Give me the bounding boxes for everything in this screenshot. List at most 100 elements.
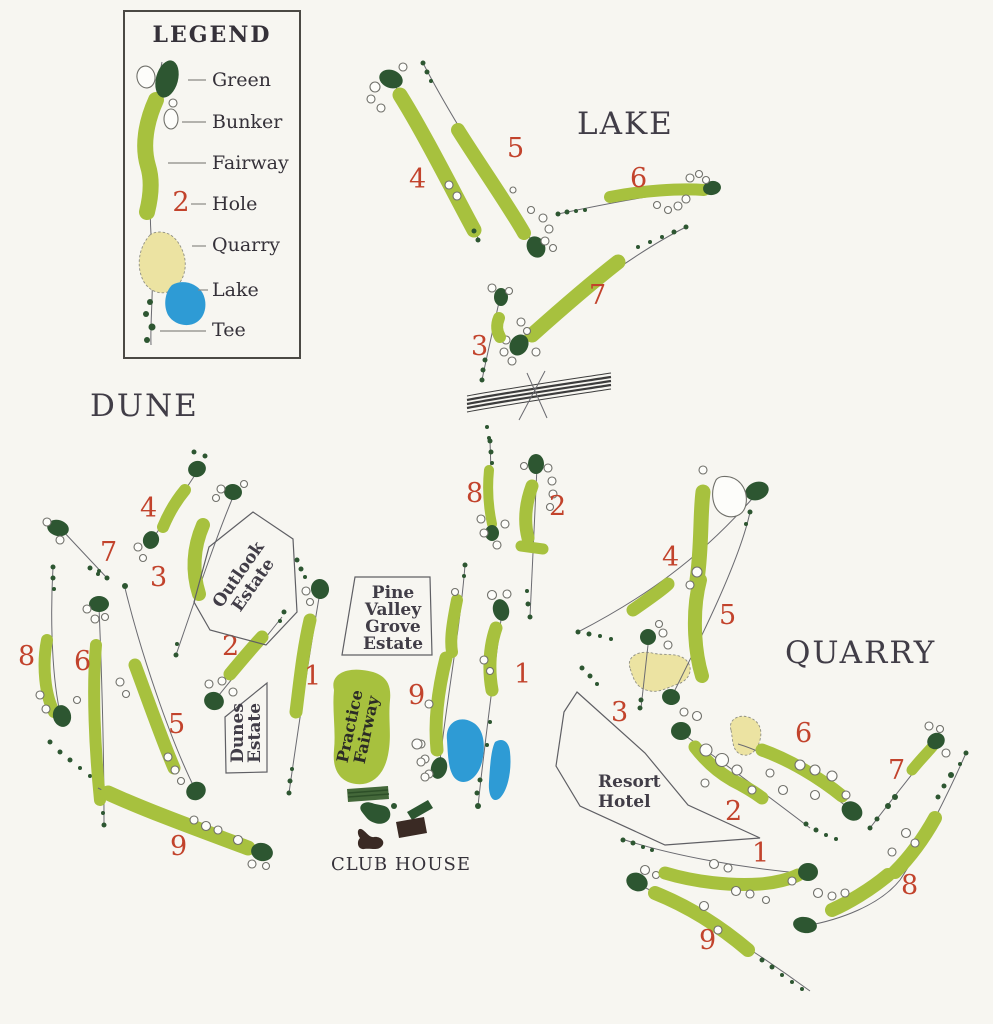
lake-hole-1: 1 — [474, 589, 531, 809]
dune-hole-4-number: 4 — [140, 493, 157, 524]
club-house-label: CLUB HOUSE — [331, 854, 471, 875]
lake-hole-7: 7 — [499, 224, 689, 366]
dune-hole-8-number: 8 — [18, 641, 35, 672]
pine-valley-label-2: Valley — [364, 600, 422, 620]
pine-valley-grove-estate: Pine Valley Grove Estate — [341, 576, 433, 656]
quarry-hole-5-number: 5 — [719, 600, 736, 631]
resort-hotel-label-1: Resort — [598, 772, 661, 792]
dune-hole-7: 7 — [42, 517, 117, 581]
quarry-hole-3: 3 — [611, 619, 673, 728]
legend-label-quarry: Quarry — [212, 234, 280, 256]
quarry-hole-9-number: 9 — [699, 925, 716, 956]
pine-valley-label-1: Pine — [372, 583, 415, 603]
dune-hole-3-number: 3 — [150, 562, 167, 593]
dune-hole-1-number: 1 — [304, 661, 321, 692]
legend-hole-number-symbol: 2 — [172, 187, 189, 218]
range-stripe — [347, 793, 390, 798]
dune-hole-8: 8 — [18, 564, 92, 778]
resort-hotel: Resort Hotel — [555, 691, 761, 846]
legend-quarry-symbol — [138, 231, 186, 294]
dune-hole-2: 2 — [204, 609, 287, 711]
lake-course-title: LAKE — [577, 106, 674, 142]
outlook-estate-label: Outlook Estate — [209, 537, 279, 616]
railway-crossing-mark — [518, 370, 546, 421]
lake-hole-4: 4 — [366, 62, 482, 243]
lake-hole-9-number: 9 — [408, 680, 425, 711]
legend-title: LEGEND — [153, 22, 272, 48]
lake-hole-2-number: 2 — [549, 491, 566, 522]
outlook-estate: Outlook Estate — [193, 511, 298, 646]
quarry-hole-2: 2 — [671, 707, 838, 841]
lake-hole-6: 6 — [555, 163, 721, 217]
legend-label-bunker: Bunker — [212, 111, 283, 133]
course-lake: LAKE 4 5 — [366, 60, 721, 809]
dune-hole-5: 5 — [115, 583, 206, 801]
legend-fairway-symbol — [137, 92, 164, 220]
practice-fairway: Practice Fairway — [333, 669, 391, 802]
legend-lake-symbol — [165, 282, 206, 326]
legend-green-symbol — [155, 60, 179, 98]
quarry-hole-8-number: 8 — [901, 870, 918, 901]
quarry-hole-4: 4 — [575, 465, 769, 686]
dunes-estate-label: Dunes Estate — [228, 703, 265, 763]
dune-hole-1: 1 — [286, 557, 330, 796]
dune-hole-9: 9 — [97, 785, 273, 871]
quarry-hole-5: 5 — [662, 509, 753, 706]
dune-hole-6-number: 6 — [74, 646, 91, 677]
legend-label-green: Green — [212, 69, 271, 91]
dune-hole-5-number: 5 — [168, 709, 185, 740]
dune-hole-9-number: 9 — [170, 831, 187, 862]
lake-hole-3-number: 3 — [471, 331, 488, 362]
svg-text:Estate: Estate — [245, 703, 265, 763]
course-quarry: QUARRY 4 5 3 — [575, 465, 969, 992]
clubhouse-grove — [360, 802, 391, 824]
clubhouse-lakes — [411, 699, 511, 801]
quarry-hole-6: 6 — [737, 718, 863, 821]
pine-valley-boundary — [341, 576, 433, 656]
quarry-hole-9: 9 — [626, 864, 811, 992]
quarry-hole-7: 7 — [867, 721, 951, 831]
quarry-course-title: QUARRY — [785, 635, 936, 671]
quarry-hole-1: 1 — [620, 837, 818, 905]
quarry-hole-3-number: 3 — [611, 697, 628, 728]
railway-crossing-mark — [526, 372, 548, 419]
lake-hole-6-number: 6 — [630, 163, 647, 194]
resort-hotel-label-2: Hotel — [598, 792, 651, 812]
legend-label-lake: Lake — [212, 279, 259, 301]
lake-hole-2: 2 — [515, 454, 566, 620]
railway — [466, 370, 612, 421]
legend-label-fairway: Fairway — [212, 152, 289, 174]
dunes-estate: Dunes Estate — [224, 681, 268, 774]
clubhouse-grove — [407, 800, 433, 820]
quarry-hole-2-number: 2 — [725, 796, 742, 827]
lake-hole-8: 8 — [466, 438, 510, 550]
practice-fairway-area — [333, 669, 391, 785]
legend: LEGEND 2 Green Bunker Fairway Hole Quarr… — [123, 10, 301, 359]
resort-hotel-boundary — [555, 691, 761, 846]
lake-hole-7-number: 7 — [589, 280, 606, 311]
lake-hole-8-number: 8 — [466, 478, 483, 509]
dune-course-title: DUNE — [90, 388, 199, 424]
svg-text:Dunes: Dunes — [228, 703, 248, 763]
legend-label-tee: Tee — [212, 319, 246, 341]
dunes-estate-boundary — [224, 681, 268, 774]
dune-hole-4: 4 — [133, 449, 208, 563]
legend-label-hole: Hole — [212, 193, 257, 215]
pine-valley-label-3: Grove — [365, 617, 421, 637]
quarry-hole-6-number: 6 — [795, 718, 812, 749]
quarry-hole-8: 8 — [793, 750, 969, 934]
club-house: CLUB HOUSE — [331, 800, 471, 875]
pine-valley-label-4: Estate — [363, 634, 423, 654]
clubhouse-building — [396, 817, 427, 838]
outlook-estate-boundary — [193, 511, 298, 646]
quarry-pit-large — [628, 651, 691, 692]
dune-hole-2-number: 2 — [222, 631, 239, 662]
dune-hole-6: 6 — [74, 596, 110, 828]
quarry-hole-4-number: 4 — [662, 542, 679, 573]
quarry-hole-7-number: 7 — [888, 755, 905, 786]
lake-hole-5: 5 — [420, 60, 558, 258]
legend-border — [123, 10, 301, 359]
lake-hole-3: 3 — [471, 283, 532, 440]
